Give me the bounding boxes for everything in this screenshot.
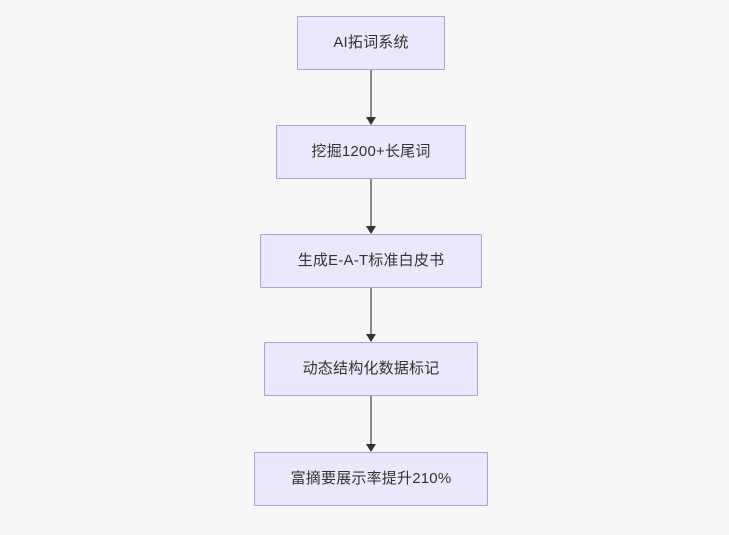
flow-node-generate-eat-whitepaper[interactable]: 生成E-A-T标准白皮书 bbox=[260, 234, 482, 288]
edge-line bbox=[370, 288, 372, 335]
flow-edge-3 bbox=[365, 288, 377, 342]
arrow-down-icon bbox=[366, 334, 376, 342]
flow-node-label: AI拓词系统 bbox=[333, 34, 409, 51]
flow-node-mine-longtail-keywords[interactable]: 挖掘1200+长尾词 bbox=[276, 125, 466, 179]
flow-node-label: 挖掘1200+长尾词 bbox=[311, 143, 431, 160]
flow-edge-2 bbox=[365, 179, 377, 234]
flow-edge-1 bbox=[365, 70, 377, 125]
flow-edge-4 bbox=[365, 396, 377, 452]
flow-node-ai-keyword-system[interactable]: AI拓词系统 bbox=[297, 16, 445, 70]
edge-line bbox=[370, 70, 372, 118]
flow-node-rich-snippet-result[interactable]: 富摘要展示率提升210% bbox=[254, 452, 488, 506]
flow-node-label: 富摘要展示率提升210% bbox=[290, 470, 452, 487]
arrow-down-icon bbox=[366, 117, 376, 125]
flow-node-dynamic-structured-data[interactable]: 动态结构化数据标记 bbox=[264, 342, 478, 396]
arrow-down-icon bbox=[366, 226, 376, 234]
flow-node-label: 生成E-A-T标准白皮书 bbox=[297, 252, 445, 269]
flow-node-label: 动态结构化数据标记 bbox=[302, 360, 440, 377]
edge-line bbox=[370, 396, 372, 445]
edge-line bbox=[370, 179, 372, 227]
arrow-down-icon bbox=[366, 444, 376, 452]
